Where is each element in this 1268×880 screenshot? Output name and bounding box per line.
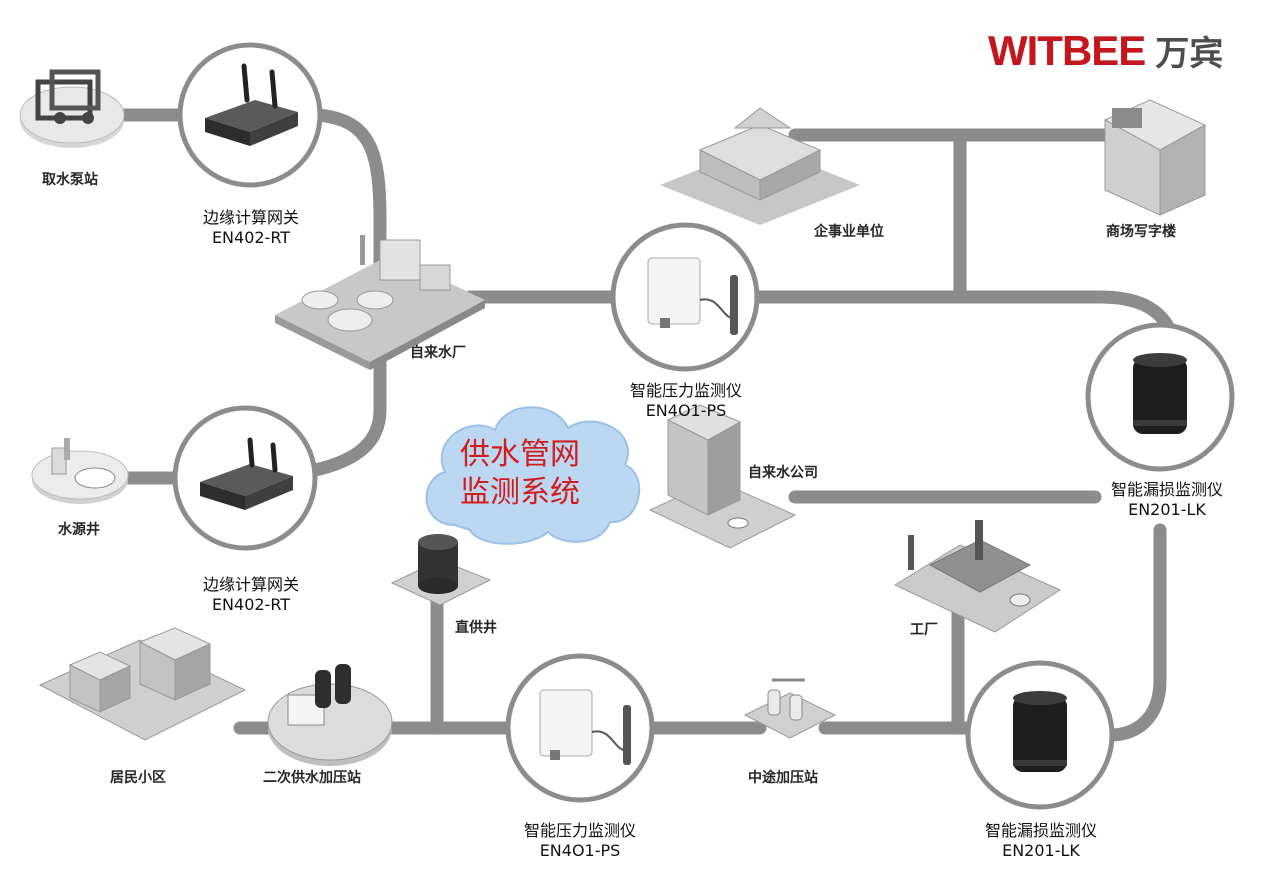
brand-cn-name: 万宾 <box>1155 34 1224 74</box>
pressure-top-model: EN4O1-PS <box>645 401 727 420</box>
label-water-plant: 自来水厂 <box>410 345 466 361</box>
edge-gateway-top-icon <box>177 42 323 188</box>
midway-booster-station-icon <box>743 678 837 739</box>
residential-area-icon <box>38 627 247 741</box>
direct-well-icon <box>390 534 492 606</box>
gateway-bottom-name: 边缘计算网关 <box>202 575 299 594</box>
label-leak-bottom: 智能漏损监测仪 EN201-LK <box>968 821 1114 861</box>
pressure-monitor-bottom-icon <box>505 653 655 803</box>
label-mall-office: 商场写字楼 <box>1106 224 1176 240</box>
gateway-top-name: 边缘计算网关 <box>202 208 299 227</box>
cloud-title: 供水管网 监测系统 <box>440 436 600 512</box>
pressure-monitor-top-icon <box>610 222 760 372</box>
leak-monitor-top-icon <box>1085 322 1235 472</box>
label-direct-well: 直供井 <box>455 620 497 636</box>
factory-icon <box>893 520 1062 633</box>
label-midway-booster: 中途加压站 <box>748 770 818 786</box>
cloud-title-line2: 监测系统 <box>460 475 580 510</box>
water-company-building-icon <box>648 404 797 549</box>
label-source-well: 水源井 <box>58 522 100 538</box>
gateway-bottom-model: EN402-RT <box>211 595 291 614</box>
enterprise-building-icon <box>660 107 860 225</box>
label-pressure-bottom: 智能压力监测仪 EN4O1-PS <box>510 821 650 861</box>
label-residential: 居民小区 <box>110 770 166 786</box>
brand-name: WITBEE <box>988 27 1146 74</box>
label-secondary-booster: 二次供水加压站 <box>263 770 361 786</box>
leak-monitor-bottom-icon <box>965 660 1115 810</box>
pressure-top-name: 智能压力监测仪 <box>629 381 742 400</box>
label-gateway-bottom: 边缘计算网关 EN402-RT <box>186 575 316 615</box>
label-gateway-top: 边缘计算网关 EN402-RT <box>186 208 316 248</box>
pump-station-icon <box>19 69 125 148</box>
leak-bottom-model: EN201-LK <box>1002 841 1080 860</box>
label-leak-top: 智能漏损监测仪 EN201-LK <box>1094 480 1240 520</box>
pressure-bottom-name: 智能压力监测仪 <box>523 821 636 840</box>
mall-office-icon <box>1103 99 1207 216</box>
source-well-icon <box>31 438 129 504</box>
gateway-top-model: EN402-RT <box>211 228 291 247</box>
cloud-title-line1: 供水管网 <box>460 437 580 472</box>
leak-top-name: 智能漏损监测仪 <box>1110 480 1223 499</box>
pipe-network <box>83 108 1177 742</box>
cloud-shape <box>425 406 641 545</box>
edge-gateway-bottom-icon <box>172 405 318 551</box>
leak-top-model: EN201-LK <box>1128 500 1206 519</box>
secondary-booster-station-icon <box>267 664 393 766</box>
label-pump-station: 取水泵站 <box>42 172 98 188</box>
pressure-bottom-model: EN4O1-PS <box>539 841 621 860</box>
label-water-company: 自来水公司 <box>748 465 818 481</box>
water-plant-icon <box>275 235 485 370</box>
label-factory: 工厂 <box>910 622 938 638</box>
leak-bottom-name: 智能漏损监测仪 <box>984 821 1097 840</box>
label-enterprise: 企事业单位 <box>814 224 884 240</box>
label-pressure-top: 智能压力监测仪 EN4O1-PS <box>616 381 756 421</box>
